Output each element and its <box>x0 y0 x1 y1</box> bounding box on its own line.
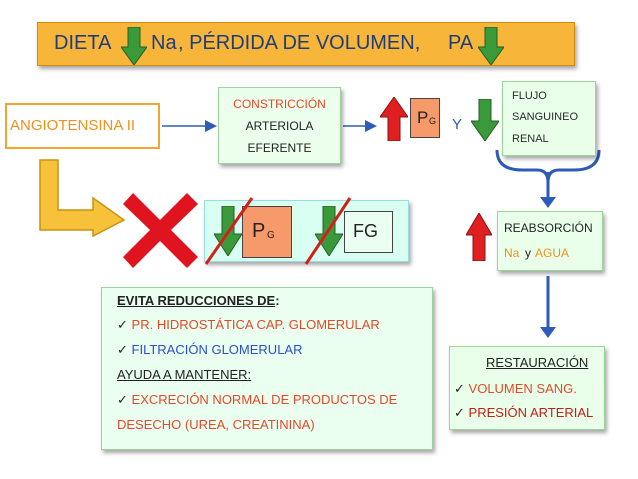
evita-item3-row: ✓ EXCRECIÓN NORMAL DE PRODUCTOS DE <box>117 392 397 408</box>
angiotensina-box: ANGIOTENSINA II <box>5 103 160 149</box>
reab-agua: AGUA <box>535 246 570 260</box>
y-connector-label: Y <box>452 116 463 133</box>
title-rest: , PÉRDIDA DE VOLUMEN, <box>178 32 421 54</box>
reab-up-arrow-icon <box>466 213 492 261</box>
constriccion-line3: EFERENTE <box>247 141 312 155</box>
flujo-box: FLUJO SANGUINEO RENAL <box>502 81 596 156</box>
constriccion-line2: ARTERIOLA <box>245 119 314 133</box>
check-icon: ✓ <box>454 405 465 420</box>
flujo-line3: RENAL <box>512 133 549 145</box>
check-icon: ✓ <box>117 392 128 407</box>
fg-box: FG <box>344 211 393 253</box>
strike-pg <box>204 197 254 265</box>
evita-heading: EVITA REDUCCIONES DE <box>117 293 276 308</box>
constriccion-box: CONSTRICCIÓN ARTERIOLA EFERENTE <box>218 87 341 164</box>
check-icon: ✓ <box>117 317 128 332</box>
rest-item1-row: ✓ VOLUMEN SANG. <box>454 381 577 397</box>
rest-item2: PRESIÓN ARTERIAL <box>468 405 594 420</box>
title-na-down-arrow-icon <box>121 27 147 65</box>
title-pa-down-arrow-icon <box>478 27 504 65</box>
constriccion-line1: CONSTRICCIÓN <box>233 97 326 111</box>
rest-item1: VOLUMEN SANG. <box>468 381 577 396</box>
evita-colon: : <box>275 293 280 308</box>
reab-na: Na <box>504 246 520 260</box>
flujo-line1: FLUJO <box>512 90 547 102</box>
strike-fg <box>304 197 352 265</box>
pg-box: P G <box>410 98 440 138</box>
middle-pg-box: P G <box>242 206 292 258</box>
title-banner: DIETA Na , PÉRDIDA DE VOLUMEN, PA <box>37 22 575 66</box>
rest-title: RESTAURACIÓN <box>486 355 589 370</box>
evita-heading-row: EVITA REDUCCIONES DE: <box>117 293 280 308</box>
evita-item2: FILTRACIÓN GLOMERULAR <box>131 342 303 357</box>
title-na: Na <box>151 32 177 54</box>
cancel-x-icon <box>123 193 198 268</box>
fg-label: FG <box>353 221 378 241</box>
evita-heading2: AYUDA A MANTENER: <box>117 367 252 382</box>
title-dieta: DIETA <box>54 32 112 54</box>
evita-item3a: EXCRECIÓN NORMAL DE PRODUCTOS DE <box>131 392 398 407</box>
angiotensina-label: ANGIOTENSINA II <box>10 117 136 134</box>
pg-sub: G <box>429 116 437 126</box>
middle-pg-sub: G <box>267 230 275 241</box>
check-icon: ✓ <box>117 342 128 357</box>
flujo-down-arrow-icon <box>471 99 499 141</box>
reab-y: y <box>525 246 531 260</box>
check-icon: ✓ <box>454 381 465 396</box>
pg-p: P <box>417 108 429 127</box>
evita-item3b: DESECHO (UREA, CREATININA) <box>117 417 315 432</box>
title-pa: PA <box>448 32 474 54</box>
middle-pg-p: P <box>252 220 266 242</box>
reabsorcion-box: REABSORCIÓN Na y AGUA <box>497 211 603 271</box>
pg-up-arrow-icon <box>380 97 408 141</box>
strike-lines <box>204 197 352 265</box>
flujo-line2: SANGUINEO <box>512 111 579 123</box>
evita-item1-row: ✓ PR. HIDROSTÁTICA CAP. GLOMERULAR <box>117 317 380 333</box>
restauracion-box: RESTAURACIÓN ✓ VOLUMEN SANG. ✓ PRESIÓN A… <box>449 346 605 430</box>
evita-item2-row: ✓ FILTRACIÓN GLOMERULAR <box>117 342 302 358</box>
l-arrow-icon <box>39 159 126 238</box>
evita-item1: PR. HIDROSTÁTICA CAP. GLOMERULAR <box>131 317 380 332</box>
evita-box: EVITA REDUCCIONES DE: ✓ PR. HIDROSTÁTICA… <box>101 287 433 450</box>
rest-item2-row: ✓ PRESIÓN ARTERIAL <box>454 405 593 421</box>
reab-title: REABSORCIÓN <box>504 221 593 235</box>
